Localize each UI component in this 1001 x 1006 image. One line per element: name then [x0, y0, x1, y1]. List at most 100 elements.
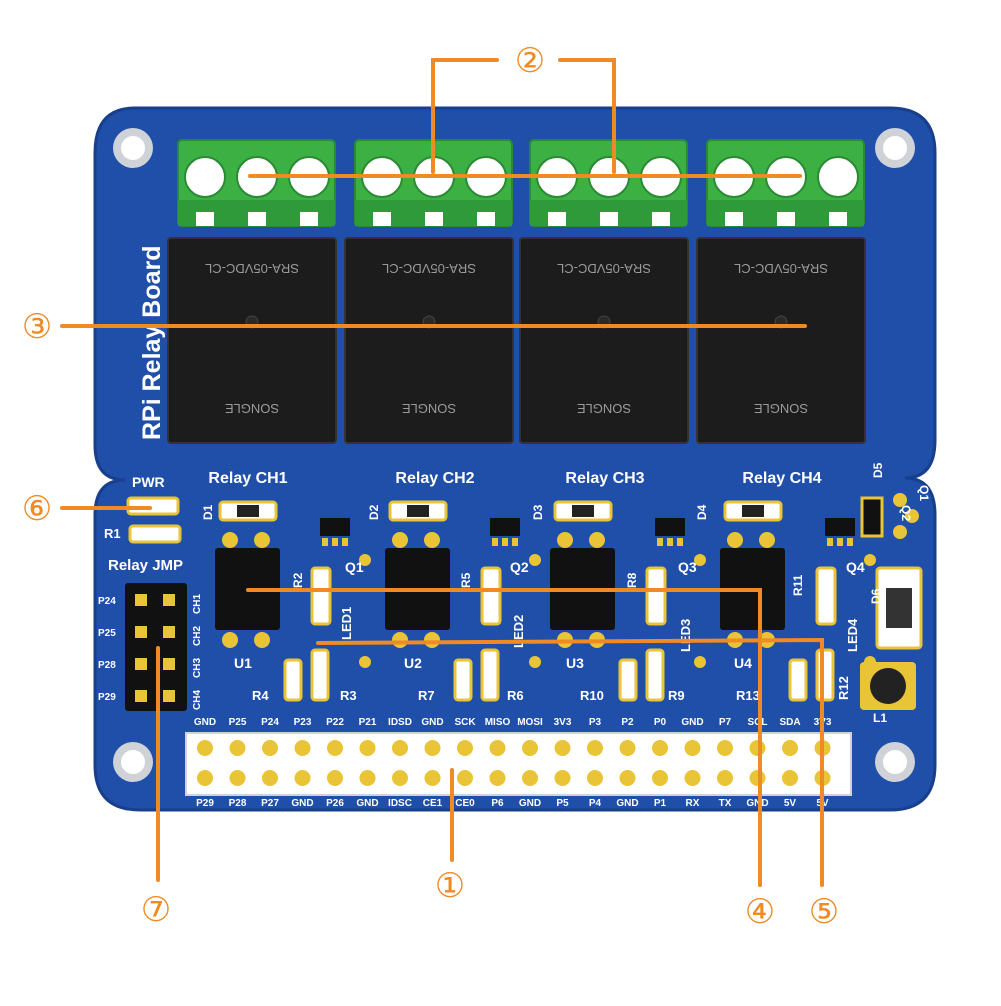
- gpio-pin: [652, 740, 668, 756]
- gpio-top-label: SDA: [779, 717, 800, 728]
- jmp-channel-label: CH3: [192, 658, 203, 678]
- leader-lines: [60, 58, 824, 887]
- gpio-pin: [749, 740, 766, 756]
- jmp-channel-label: CH4: [192, 690, 203, 710]
- relay-ch-label: Relay CH2: [395, 470, 474, 487]
- jmp-pin: [163, 626, 175, 638]
- relay-model-text: SRA-05VDC-CL: [205, 261, 299, 276]
- relay-ch-label: Relay CH4: [742, 470, 821, 487]
- resistor-label: R2: [291, 572, 305, 588]
- gpio-bottom-label: P29: [196, 798, 214, 809]
- gpio-pin: [424, 740, 441, 756]
- transistor-label: Q4: [846, 559, 865, 575]
- jmp-pin: [163, 658, 175, 670]
- led: [815, 566, 837, 626]
- gpio-bottom-label: P4: [589, 798, 602, 809]
- led-label: LED3: [678, 619, 693, 652]
- gpio-pin: [262, 740, 278, 756]
- gpio-bottom-label: GND: [746, 798, 768, 809]
- gpio-pin: [619, 770, 636, 786]
- terminal-block: [706, 139, 865, 227]
- resistor: [618, 658, 638, 702]
- callouts: ① ② ③ ④ ⑤ ⑥ ⑦: [22, 42, 839, 931]
- screw-terminal: [184, 156, 226, 198]
- board-title: RPi Relay Board: [138, 245, 166, 440]
- gpio-pin: [457, 740, 473, 756]
- terminal-block: [177, 139, 336, 227]
- gpio-pin: [294, 770, 311, 786]
- gpio-top-label: GND: [421, 717, 443, 728]
- gpio-top-label: P7: [719, 717, 732, 728]
- gpio-top-label: GND: [194, 717, 216, 728]
- right-label: Q2: [899, 505, 913, 521]
- gpio-pin: [652, 770, 668, 786]
- leader-line-5: [316, 637, 824, 887]
- gpio-pin: [262, 770, 278, 786]
- gpio-pin: [522, 740, 538, 756]
- resistor: [310, 648, 330, 702]
- resistor-label: R6: [507, 688, 524, 703]
- transistor-label: Q1: [345, 559, 364, 575]
- callout-4: ④: [745, 893, 775, 931]
- gpio-bottom-label: GND: [356, 798, 378, 809]
- resistor-label: R9: [668, 688, 685, 703]
- gpio-pin: [229, 740, 246, 756]
- diode-d5: [860, 496, 884, 538]
- jmp-pin: [135, 626, 147, 638]
- gpio-pin: [684, 740, 701, 756]
- right-label: L1: [873, 711, 887, 725]
- resistor-label: R11: [791, 574, 805, 596]
- transistor-label: Q3: [678, 559, 697, 575]
- gpio-bottom-label: CE1: [423, 798, 443, 809]
- gpio-bottom-label: 5V: [784, 798, 797, 809]
- gpio-pin: [554, 740, 571, 756]
- led-label: LED2: [511, 615, 526, 648]
- jmp-pins: [135, 594, 175, 702]
- resistor: [815, 648, 835, 702]
- transistor: [655, 518, 685, 536]
- gpio-pin: [294, 740, 311, 756]
- led-label: LED1: [339, 607, 354, 640]
- relay-brand-text: SONGLE: [577, 401, 632, 416]
- resistor-label: R5: [459, 572, 473, 588]
- callout-1: ①: [435, 867, 465, 905]
- relay-brand-text: SONGLE: [225, 401, 280, 416]
- resistor-label: R12: [836, 676, 851, 700]
- gpio-pin: [197, 770, 213, 786]
- callout-7: ⑦: [141, 891, 171, 929]
- opto-label: U2: [404, 655, 422, 671]
- mounting-holes: [113, 128, 915, 782]
- gpio-bottom-label: IDSC: [388, 798, 412, 809]
- gpio-pin: [392, 740, 408, 756]
- jmp-pin-label: P24: [98, 596, 116, 607]
- gpio-bottom-label: GND: [616, 798, 638, 809]
- gpio-pin: [587, 740, 603, 756]
- transistor: [320, 518, 350, 536]
- led: [645, 566, 667, 626]
- gpio-pin: [359, 770, 376, 786]
- relay-model-text: SRA-05VDC-CL: [557, 261, 651, 276]
- gpio-bottom-label: GND: [519, 798, 541, 809]
- transistor-label: Q2: [510, 559, 529, 575]
- transistor: [490, 518, 520, 536]
- resistor-label: R8: [625, 572, 639, 588]
- gpio-header: [185, 732, 852, 796]
- relay-model-text: SRA-05VDC-CL: [382, 261, 476, 276]
- gpio-top-label: P25: [229, 717, 247, 728]
- jmp-pin: [135, 594, 147, 606]
- right-label: D6: [869, 588, 883, 604]
- gpio-bottom-label: GND: [291, 798, 313, 809]
- resistor-label: R7: [418, 688, 435, 703]
- gpio-top-label: SCK: [454, 717, 476, 728]
- gpio-pin: [229, 770, 246, 786]
- resistor-label: R13: [736, 688, 760, 703]
- resistor-label: R10: [580, 688, 604, 703]
- transistor: [825, 518, 855, 536]
- gpio-pin: [554, 770, 571, 786]
- gpio-top-label: IDSD: [388, 717, 412, 728]
